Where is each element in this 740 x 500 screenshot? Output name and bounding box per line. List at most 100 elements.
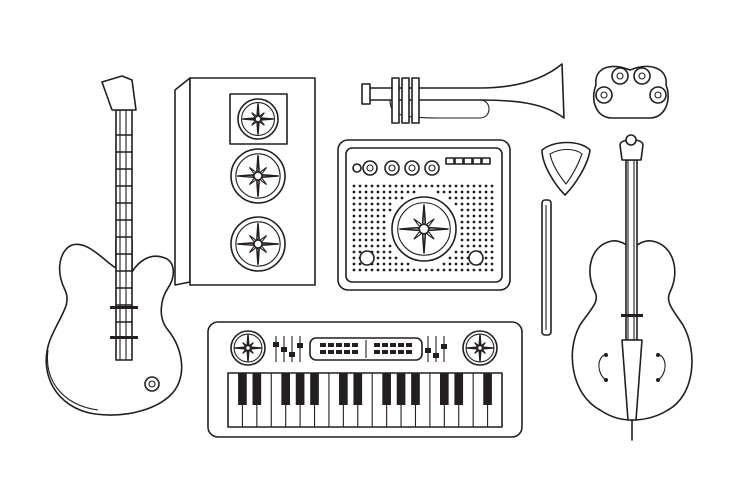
amp-grille-dot xyxy=(376,268,380,272)
amp-grille-dot xyxy=(490,184,494,188)
amp-grille-dot xyxy=(376,214,380,218)
amp-grille-dot xyxy=(376,244,380,248)
amp-knob xyxy=(404,160,420,176)
amp-switch xyxy=(454,157,464,165)
amp-grille-dot xyxy=(466,214,470,218)
amp-grille-dot xyxy=(394,262,398,266)
amp-grille-dot xyxy=(406,268,410,272)
amp-knob xyxy=(424,160,440,176)
amp-grille-dot xyxy=(460,202,464,206)
amp-knob-center xyxy=(428,164,436,172)
amp-grille-dot xyxy=(490,256,494,260)
amp-grille-dot xyxy=(466,208,470,212)
amp-grille-dot xyxy=(370,184,374,188)
keyboard-display-cell xyxy=(382,343,388,347)
amp-grille-dot xyxy=(370,226,374,230)
amp-grille-dot xyxy=(490,232,494,236)
amp-grille-dot xyxy=(376,190,380,194)
amp-grille-dot xyxy=(460,220,464,224)
amp-grille-dot xyxy=(382,214,386,218)
amp-grille-dot xyxy=(376,202,380,206)
amp-grille-dot xyxy=(460,238,464,242)
amp-grille-dot xyxy=(466,262,470,266)
amp-grille-dot xyxy=(364,268,368,272)
amp-grille-dot xyxy=(430,184,434,188)
amp-knob-center xyxy=(366,164,374,172)
amp-grille-dot xyxy=(382,208,386,212)
amp-grille-dot xyxy=(352,196,356,200)
keyboard-display-cell xyxy=(336,350,342,354)
amp-grille-dot xyxy=(400,262,404,266)
amp-grille-dot xyxy=(460,232,464,236)
keyboard-display-cell xyxy=(352,343,358,347)
amp-grille-dot xyxy=(484,232,488,236)
keyboard-slider-knob xyxy=(433,353,439,358)
speaker-center xyxy=(253,171,263,181)
amp-grille-dot xyxy=(466,220,470,224)
keyboard-slider-knob xyxy=(281,347,287,352)
amp-grille-dot xyxy=(460,196,464,200)
speaker-cone xyxy=(397,202,451,256)
amp-grille-dot xyxy=(382,250,386,254)
amp-grille-dot xyxy=(358,190,362,194)
amp-knob-center xyxy=(388,164,396,172)
amp-grille-dot xyxy=(484,196,488,200)
amp-grille-dot xyxy=(412,268,416,272)
amp-grille-dot xyxy=(484,250,488,254)
keyboard-display-cell xyxy=(352,350,358,354)
amp-grille-dot xyxy=(412,190,416,194)
amp-grille-dot xyxy=(460,256,464,260)
keyboard-display-cell xyxy=(344,350,350,354)
amp-grille-dot xyxy=(454,268,458,272)
amp-grille-dot xyxy=(442,262,446,266)
amp-grille-dot xyxy=(358,238,362,242)
amp-grille-dot xyxy=(364,214,368,218)
amp-grille-dot xyxy=(442,268,446,272)
amp-grille-dot xyxy=(484,262,488,266)
amp-grille-dot xyxy=(460,214,464,218)
amp-grille-dot xyxy=(358,214,362,218)
speaker-center xyxy=(476,344,484,352)
amp-grille-dot xyxy=(460,190,464,194)
amp-grille-dot xyxy=(490,226,494,230)
amp-grille-dot xyxy=(466,190,470,194)
amp-grille-dot xyxy=(376,220,380,224)
amp-grille-dot xyxy=(484,226,488,230)
amp-grille-dot xyxy=(376,262,380,266)
amp-grille-dot xyxy=(466,184,470,188)
amp-grille-dot xyxy=(388,256,392,260)
amp-grille-dot xyxy=(382,196,386,200)
amp-grille-dot xyxy=(460,268,464,272)
amp-grille-dot xyxy=(490,196,494,200)
amp-grille-dot xyxy=(472,208,476,212)
amp-grille-dot xyxy=(490,250,494,254)
amp-grille-dot xyxy=(460,250,464,254)
trumpet xyxy=(361,63,565,124)
amp-grille-dot xyxy=(406,184,410,188)
amp-grille-dot xyxy=(382,244,386,248)
keyboard-black-key xyxy=(439,373,449,405)
amp-grille-dot xyxy=(370,220,374,224)
amp-grille-dot xyxy=(484,208,488,212)
amp-grille-dot xyxy=(382,202,386,206)
amp-grille-dot xyxy=(382,268,386,272)
amp-grille-dot xyxy=(364,226,368,230)
amp-grille-dot xyxy=(490,268,494,272)
speaker-center xyxy=(418,223,430,235)
amp-grille-dot xyxy=(382,220,386,224)
amp-grille-dot xyxy=(472,226,476,230)
amp-grille-dot xyxy=(478,202,482,206)
amp-grille-dot xyxy=(352,238,356,242)
amp-grille-dot xyxy=(460,244,464,248)
keyboard-slider-knob xyxy=(289,352,295,357)
amp-grille-dot xyxy=(478,232,482,236)
amp-grille-dot xyxy=(478,238,482,242)
amp-grille-dot xyxy=(478,244,482,248)
keyboard-slider-knob xyxy=(425,348,431,353)
amp-grille-dot xyxy=(472,196,476,200)
amp-grille-dot xyxy=(454,190,458,194)
keyboard-black-key xyxy=(281,373,291,405)
amp-grille-dot xyxy=(376,238,380,242)
keyboard-display-cell xyxy=(398,350,404,354)
